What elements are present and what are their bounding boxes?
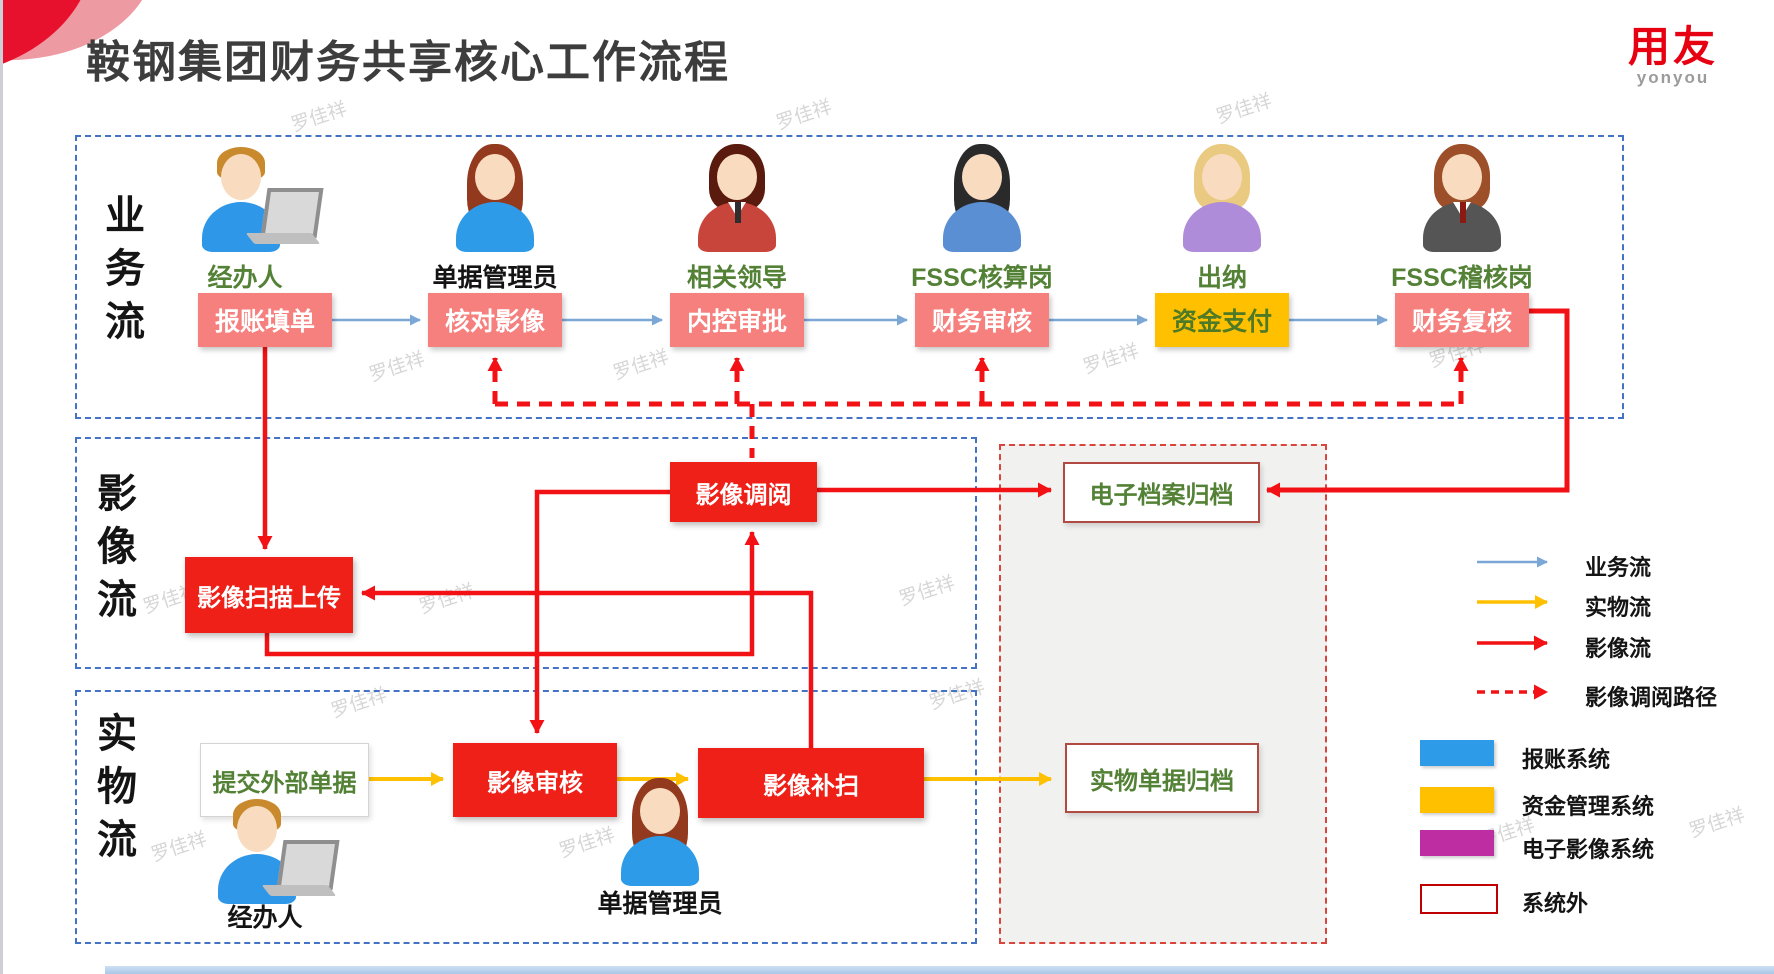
lane-label-physical: 实物流: [91, 712, 135, 871]
legend-label-physical-flow: 实物流: [1585, 595, 1652, 620]
person-icon-doc-manager: [450, 144, 540, 252]
lane-image-flow: [75, 437, 977, 669]
legend-label-image-flow: 影像流: [1585, 636, 1652, 661]
node-image-scan-upload: 影像扫描上传: [185, 557, 353, 633]
legend-label-business-flow: 业务流: [1585, 555, 1652, 580]
person-icon-accountant: [937, 144, 1027, 252]
role-label-doc-manager-bottom: 单据管理员: [597, 890, 723, 918]
step-finance-audit: 财务审核: [915, 293, 1049, 347]
role-label-leader: 相关领导: [686, 264, 787, 292]
legend-label-outside-system: 系统外: [1522, 891, 1589, 916]
legend-label-retrieval-path: 影像调阅路径: [1585, 685, 1718, 710]
image-flow-arrows: [257, 308, 1570, 748]
legend-label-imaging-system: 电子影像系统: [1522, 837, 1655, 862]
legend-label-fund-system: 资金管理系统: [1522, 794, 1655, 819]
node-e-archive: 电子档案归档: [1063, 462, 1260, 523]
yonyou-logo-cn: 用友: [1627, 23, 1718, 70]
legend-swatch-imaging-system: [1420, 830, 1494, 856]
legend-label-expense-system: 报账系统: [1522, 747, 1611, 772]
slide-left-edge: [0, 0, 3, 974]
role-label-doc-manager: 单据管理员: [432, 264, 558, 292]
person-icon-auditor: [1417, 144, 1507, 252]
step-finance-recheck: 财务复核: [1395, 293, 1529, 347]
person-icon-agent: [196, 146, 324, 252]
lane-label-business: 业务流: [99, 194, 143, 353]
role-label-accountant: FSSC核算岗: [911, 264, 1053, 292]
node-image-review: 影像审核: [453, 743, 617, 817]
node-image-rescan: 影像补扫: [698, 748, 924, 818]
step-internal-approval: 内控审批: [670, 293, 804, 347]
role-label-agent: 经办人: [207, 264, 283, 292]
tie: [735, 202, 741, 223]
face: [221, 154, 261, 200]
bottom-accent-bar: [105, 966, 1774, 974]
role-label-agent-bottom: 经办人: [227, 904, 303, 932]
business-flow-arrows: [332, 314, 1548, 568]
laptop-icon: [261, 840, 340, 896]
role-label-auditor: FSSC稽核岗: [1391, 264, 1533, 292]
legend-swatch-outside-system: [1420, 884, 1498, 914]
node-image-retrieve: 影像调阅: [670, 462, 817, 522]
image-retrieval-path-arrows: [487, 357, 1548, 700]
lane-business-flow: [75, 135, 1624, 419]
step-fund-payment: 资金支付: [1155, 293, 1289, 347]
laptop-icon: [245, 188, 324, 244]
page-title: 鞍钢集团财务共享核心工作流程: [86, 38, 730, 87]
person-icon-agent-bottom: [212, 798, 340, 904]
step-expense-entry: 报账填单: [198, 293, 332, 347]
step-check-image: 核对影像: [428, 293, 562, 347]
person-icon-doc-manager-bottom: [615, 778, 705, 886]
yonyou-logo-en: yonyou: [1636, 68, 1710, 88]
lane-label-image: 影像流: [91, 472, 135, 631]
person-icon-leader: [692, 144, 782, 252]
outside-system-region: [999, 444, 1327, 944]
role-label-cashier: 出纳: [1196, 264, 1247, 292]
node-physical-archive: 实物单据归档: [1065, 743, 1259, 813]
yonyou-logo: 用友 yonyou: [1612, 23, 1734, 88]
person-icon-cashier: [1177, 144, 1267, 252]
lane-physical-flow: [75, 690, 977, 944]
node-submit-external-docs: 提交外部单据: [200, 743, 369, 817]
legend-swatch-fund-system: [1420, 787, 1494, 813]
legend-swatch-expense-system: [1420, 740, 1494, 766]
